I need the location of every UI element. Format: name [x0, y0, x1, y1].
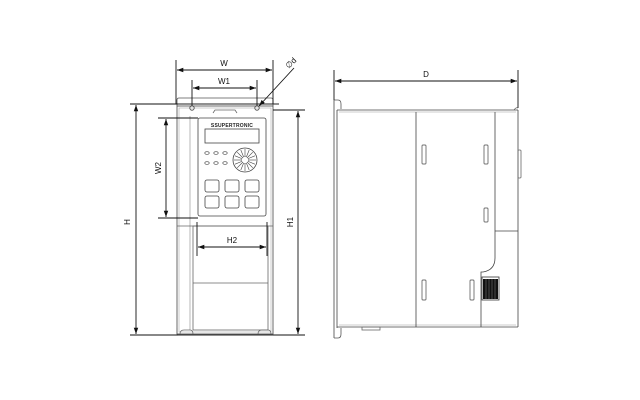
- label-w: W: [220, 59, 228, 68]
- label-hole: ∅d: [284, 56, 298, 70]
- terminal-block: [481, 276, 500, 301]
- label-h1: H1: [286, 216, 295, 227]
- keypad-panel: [197, 117, 267, 217]
- label-d: D: [423, 70, 429, 79]
- label-h2: H2: [227, 236, 238, 245]
- display-window: [204, 128, 260, 144]
- brand-text: SSUPERTRONIC: [211, 123, 253, 129]
- keypad-buttons: [204, 179, 260, 209]
- side-dimensions: [333, 70, 519, 108]
- control-dial: [232, 147, 258, 173]
- side-connector: [517, 149, 522, 179]
- label-w1: W1: [218, 77, 231, 86]
- front-dimension-labels: W W1 ∅d H W2 H1 H2: [123, 56, 298, 245]
- label-h: H: [123, 219, 132, 225]
- side-view: [333, 99, 522, 339]
- dim-hole-leader: [258, 67, 295, 107]
- vent-slots: [421, 144, 489, 301]
- status-leds: [204, 151, 228, 165]
- front-view: SSUPERTRONIC: [171, 97, 279, 336]
- label-w2: W2: [154, 161, 163, 174]
- front-body-outline: [176, 105, 274, 335]
- front-dimensions: [130, 60, 305, 336]
